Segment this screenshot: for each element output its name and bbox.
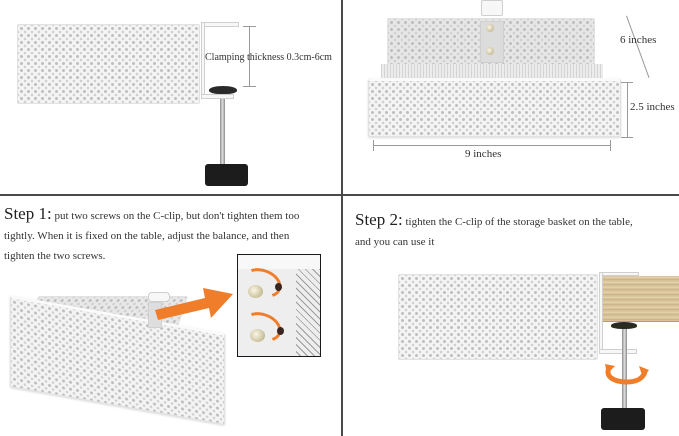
step-2-text-2: and you can use it: [355, 236, 435, 248]
vertical-divider: [341, 0, 343, 436]
dimension-line: [249, 26, 250, 87]
c-clip-bottom: [201, 94, 234, 99]
c-clip-top: [201, 22, 239, 27]
height-line: [627, 82, 628, 138]
horizontal-divider: [0, 194, 679, 196]
panel-step-2: Step 2: tighten the C-clip of the storag…: [343, 196, 679, 436]
c-clip: [148, 292, 170, 302]
step-2-text-1: tighten the C-clip of the storage basket…: [405, 216, 633, 228]
mounting-bracket-top: [481, 0, 503, 16]
screw-hole-bottom: [277, 327, 284, 335]
bracket-screw-top: [486, 24, 494, 32]
step-2-instructions: Step 2: tighten the C-clip of the storag…: [355, 210, 677, 252]
c-clip-back: [599, 272, 603, 352]
width-line: [373, 145, 611, 146]
clamp-rod: [220, 99, 225, 164]
table-edge: [601, 276, 679, 322]
clamp-pad: [611, 322, 637, 329]
clamping-thickness-label: Clamping thickness 0.3cm-6cm: [205, 52, 332, 63]
step-1-label: Step 1:: [4, 204, 52, 223]
step-1-instructions: Step 1: put two screws on the C-clip, bu…: [4, 204, 340, 266]
basket-side-image: [17, 24, 200, 104]
height-tick-bottom: [621, 137, 633, 138]
screw-closeup-inset: [237, 254, 321, 357]
panel-dimensions: 6 inches 2.5 inches 9 inches: [343, 0, 679, 194]
depth-label: 6 inches: [620, 34, 657, 46]
depth-line: [626, 15, 650, 79]
step-2-line-1: Step 2: tighten the C-clip of the storag…: [355, 210, 677, 232]
step-1-text-2: tightly. When it is fixed on the table, …: [4, 230, 290, 242]
height-tick-top: [621, 82, 633, 83]
clamp-pad: [209, 86, 237, 94]
step-1-line-1: Step 1: put two screws on the C-clip, bu…: [4, 204, 340, 226]
basket-side-image: [398, 274, 598, 360]
screw-hole-top: [275, 283, 282, 291]
c-clip-top: [599, 272, 639, 276]
clamp-knob: [601, 408, 645, 430]
clamp-knob: [205, 164, 248, 186]
bracket-screw-bottom: [486, 47, 494, 55]
width-label: 9 inches: [465, 148, 502, 160]
basket-front-wall: [368, 78, 621, 137]
panel-clamp-thickness: Clamping thickness 0.3cm-6cm: [0, 0, 341, 194]
width-tick-right: [610, 140, 611, 151]
step-2-label: Step 2:: [355, 210, 403, 229]
height-label: 2.5 inches: [630, 101, 675, 113]
dimension-tick-bottom: [243, 86, 256, 87]
step-1-text-3: tighten the two screws.: [4, 250, 106, 262]
screw-bottom: [250, 329, 265, 342]
inset-lace: [296, 269, 320, 356]
dimension-tick-top: [243, 26, 256, 27]
c-clip-bottom: [599, 349, 637, 354]
basket-floor: [381, 64, 603, 78]
width-tick-left: [373, 140, 374, 151]
step-1-text-1: put two screws on the C-clip, but don't …: [54, 210, 300, 222]
rotation-arrow-icon: [605, 364, 649, 385]
screw-top: [248, 285, 263, 298]
orange-arrow-icon: [155, 288, 233, 320]
clamp-rod: [622, 329, 627, 409]
inset-clip-top: [238, 255, 320, 269]
panel-step-1: Step 1: put two screws on the C-clip, bu…: [0, 196, 341, 436]
